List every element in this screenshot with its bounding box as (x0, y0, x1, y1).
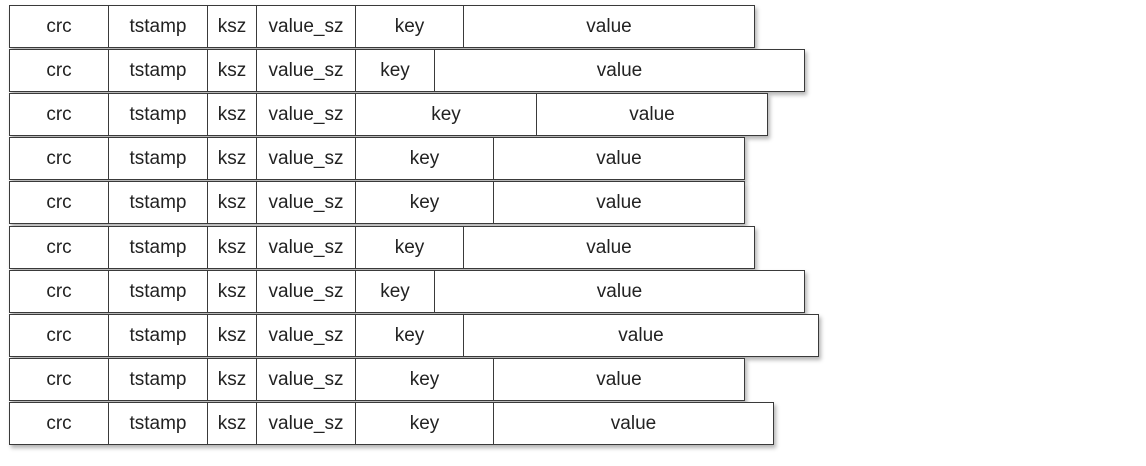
value-cell: value (586, 236, 632, 258)
tstamp-cell: tstamp (109, 227, 208, 268)
tstamp-cell: tstamp (109, 94, 208, 135)
value-sz-cell: value_sz (257, 6, 356, 47)
entry-row: crc tstamp ksz value_sz key value (9, 358, 745, 401)
ksz-cell: ksz (208, 271, 257, 312)
tstamp-cell: tstamp (109, 315, 208, 356)
ksz-cell: ksz (208, 6, 257, 47)
entry-row: crc tstamp ksz value_sz key value (9, 181, 745, 224)
value-cell: value (596, 368, 642, 390)
key-cell: key (356, 359, 494, 400)
value-cell: value (596, 280, 643, 302)
crc-cell: crc (10, 138, 109, 179)
crc-cell: crc (10, 359, 109, 400)
entry-row: crc tstamp ksz value_sz key value (9, 93, 768, 136)
ksz-cell: ksz (208, 182, 257, 223)
ksz-cell: ksz (208, 359, 257, 400)
entry-row: crc tstamp ksz value_sz key value (9, 270, 805, 313)
ksz-cell: ksz (208, 94, 257, 135)
tstamp-cell: tstamp (109, 182, 208, 223)
key-cell: key (356, 182, 494, 223)
tstamp-cell: tstamp (109, 271, 208, 312)
value-sz-cell: value_sz (257, 271, 356, 312)
value-cell: value (596, 147, 642, 169)
crc-cell: crc (10, 182, 109, 223)
ksz-cell: ksz (208, 50, 257, 91)
entry-row: crc tstamp ksz value_sz key value (9, 49, 805, 92)
entry-row: crc tstamp ksz value_sz key value (9, 5, 755, 48)
key-cell: key (356, 138, 494, 179)
key-cell: key (356, 227, 464, 268)
value-sz-cell: value_sz (257, 138, 356, 179)
value-cell: value (596, 191, 642, 213)
tstamp-cell: tstamp (109, 359, 208, 400)
ksz-cell: ksz (208, 138, 257, 179)
bitcask-entry-layout-diagram: crc tstamp ksz value_sz key value crc ts… (9, 5, 829, 460)
key-cell: key (356, 271, 435, 312)
crc-cell: crc (10, 94, 109, 135)
key-cell: key (356, 6, 464, 47)
crc-cell: crc (10, 50, 109, 91)
value-sz-cell: value_sz (257, 403, 356, 444)
value-cell: value (610, 412, 657, 434)
key-cell: key (356, 403, 494, 444)
value-cell: value (586, 15, 632, 37)
tstamp-cell: tstamp (109, 6, 208, 47)
tstamp-cell: tstamp (109, 403, 208, 444)
value-cell: value (629, 103, 675, 125)
value-sz-cell: value_sz (257, 227, 356, 268)
value-cell: value (618, 324, 664, 346)
crc-cell: crc (10, 227, 109, 268)
key-cell: key (356, 315, 464, 356)
value-sz-cell: value_sz (257, 359, 356, 400)
value-sz-cell: value_sz (257, 50, 356, 91)
entry-row: crc tstamp ksz value_sz key value (9, 137, 745, 180)
crc-cell: crc (10, 403, 109, 444)
crc-cell: crc (10, 315, 109, 356)
ksz-cell: ksz (208, 227, 257, 268)
entry-row: crc tstamp ksz value_sz key value (9, 314, 819, 357)
crc-cell: crc (10, 6, 109, 47)
entry-row: crc tstamp ksz value_sz key value (9, 226, 755, 269)
tstamp-cell: tstamp (109, 50, 208, 91)
tstamp-cell: tstamp (109, 138, 208, 179)
value-sz-cell: value_sz (257, 182, 356, 223)
crc-cell: crc (10, 271, 109, 312)
ksz-cell: ksz (208, 403, 257, 444)
key-cell: key (356, 94, 537, 135)
entry-row: crc tstamp ksz value_sz key value (9, 402, 774, 445)
value-sz-cell: value_sz (257, 315, 356, 356)
key-cell: key (356, 50, 435, 91)
value-sz-cell: value_sz (257, 94, 356, 135)
ksz-cell: ksz (208, 315, 257, 356)
value-cell: value (596, 59, 643, 81)
